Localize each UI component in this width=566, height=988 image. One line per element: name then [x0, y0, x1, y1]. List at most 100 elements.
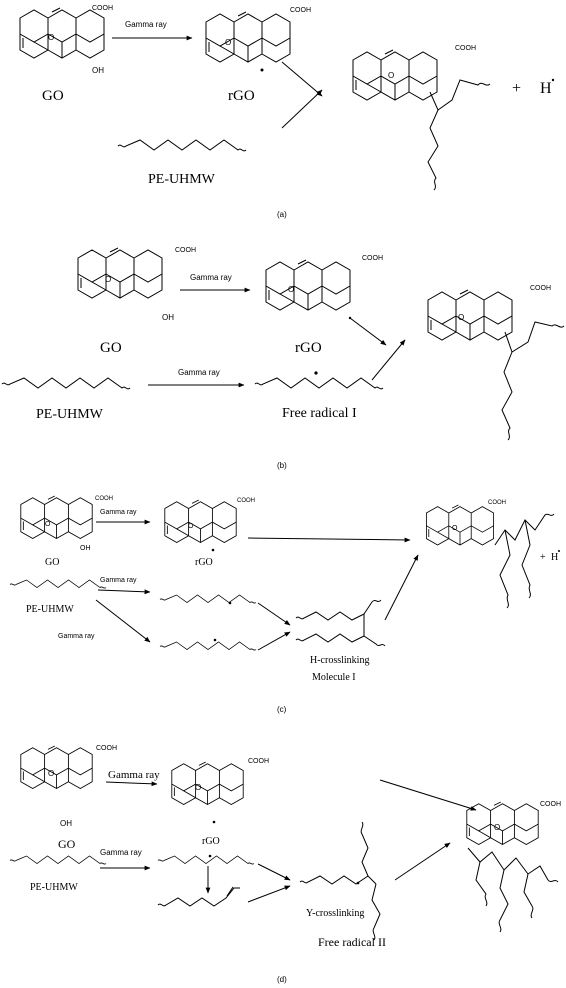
pe-chain: [9, 579, 107, 589]
grafted-chain-upper: [504, 321, 565, 353]
go-structure: [77, 247, 163, 299]
caption-b: (b): [277, 461, 287, 470]
gamma-ray-label: Gamma ray: [108, 769, 160, 781]
radical-dot: [211, 548, 215, 552]
oh-group: OH: [80, 545, 91, 552]
arrow-crosslink: [257, 863, 291, 881]
cooh-group: COOH: [248, 758, 269, 765]
grafted-chain-lower: [501, 351, 513, 441]
o-bridge: O: [188, 523, 194, 530]
gamma-ray-label: Gamma ray: [190, 273, 232, 282]
rgo-label: rGO: [202, 836, 220, 847]
product-structure: [466, 801, 539, 845]
o-bridge: O: [48, 33, 54, 42]
hydrogen-radical: H: [540, 80, 552, 97]
gamma-arrow: [95, 599, 151, 643]
alkene-chain: [157, 887, 240, 907]
grafted-chain-lower: [523, 873, 534, 919]
go-structure: [20, 745, 93, 789]
go-label: GO: [42, 88, 64, 104]
arrow-crosslink-product: [384, 554, 419, 621]
product-structure: [427, 289, 513, 341]
cooh-group: COOH: [96, 745, 117, 752]
arrow-crosslink-product: [394, 842, 451, 881]
cooh-group: COOH: [92, 5, 113, 12]
panel-d: COOH O OH GO Gamma ray COOH O rGO PE-UHM…: [9, 745, 561, 984]
hydrogen-radical: H: [551, 552, 558, 563]
caption-c: (c): [277, 705, 287, 714]
rgo-label: rGO: [228, 88, 255, 104]
y-crosslinking-label: Y-crosslinking: [306, 908, 364, 919]
radical-dot: [551, 78, 555, 82]
rgo-label: rGO: [295, 340, 322, 356]
radical-dot: [356, 881, 360, 885]
rgo-label: rGO: [195, 557, 213, 568]
pe-chain: [117, 139, 247, 152]
pe-chain: [9, 855, 107, 865]
cooh-group: COOH: [488, 500, 506, 506]
gamma-arrow: [105, 781, 158, 787]
cooh-group: COOH: [95, 496, 113, 502]
radical-dot: [212, 820, 216, 824]
oh-group: OH: [162, 313, 174, 322]
pe-uhmw-label: PE-UHMW: [26, 604, 74, 615]
pe-chain: [1, 377, 131, 390]
o-bridge: O: [105, 275, 111, 284]
o-bridge: O: [225, 38, 231, 47]
cooh-group: COOH: [530, 285, 551, 292]
cooh-group: COOH: [455, 45, 476, 52]
arrow-rgo-product: [247, 537, 411, 543]
arrow-rgo-product: [349, 317, 387, 346]
gamma-ray-label: Gamma ray: [178, 368, 220, 377]
pe-uhmw-label: PE-UHMW: [148, 172, 216, 187]
cooh-group: COOH: [237, 498, 255, 504]
panel-b: COOH O OH GO Gamma ray COOH O rGO PE-UHM…: [1, 247, 565, 470]
gamma-ray-label: Gamma ray: [100, 509, 137, 516]
gamma-ray-label: Gamma ray: [100, 848, 142, 857]
radical-dot: [208, 854, 212, 858]
gamma-ray-label: Gamma ray: [58, 633, 95, 640]
gamma-ray-label: Gamma ray: [125, 20, 167, 29]
arrow-crosslink: [247, 885, 291, 903]
o-bridge: O: [48, 769, 54, 778]
radical-dot: [314, 371, 318, 375]
go-structure: [20, 495, 93, 539]
product-structure: [425, 504, 495, 546]
panel-a: COOH O OH GO Gamma ray COOH O rGO PE-UHM…: [19, 5, 555, 219]
caption-d: (d): [277, 975, 287, 984]
cooh-group: COOH: [175, 247, 196, 254]
y-crosslink-structure: [299, 821, 381, 941]
o-bridge: O: [388, 71, 394, 80]
rgo-structure: [164, 499, 237, 543]
radical-chain-1: [159, 594, 257, 604]
o-bridge: O: [288, 285, 294, 294]
arrow-crosslink: [257, 631, 291, 651]
pe-uhmw-label: PE-UHMW: [36, 407, 104, 422]
cooh-group: COOH: [290, 7, 311, 14]
grafted-chain-lower: [499, 529, 511, 609]
h-crosslinking-label: H-crosslinking: [310, 655, 369, 666]
arrow-radical-product: [371, 339, 406, 381]
grafted-chain-lower: [475, 861, 488, 907]
grafted-chain-upper: [467, 847, 559, 883]
free-radical-label: Free radical I: [282, 406, 357, 421]
gamma-ray-label: Gamma ray: [100, 577, 137, 584]
h-crosslink-structure: [295, 599, 386, 647]
radical-dot: [558, 550, 560, 552]
grafted-chain-lower: [521, 519, 531, 599]
oh-group: OH: [92, 66, 104, 75]
cooh-group: COOH: [362, 255, 383, 262]
pe-uhmw-label: PE-UHMW: [30, 882, 78, 893]
cooh-group: COOH: [540, 801, 561, 808]
radical-chain-2: [159, 641, 257, 651]
go-label: GO: [58, 837, 76, 851]
o-bridge: O: [452, 525, 458, 532]
o-bridge: O: [195, 783, 201, 792]
go-label: GO: [45, 557, 59, 568]
radical-dot: [228, 601, 232, 605]
grafted-chain-lower: [427, 109, 439, 191]
radical-dot: [213, 638, 217, 642]
grafted-chain-upper: [494, 513, 555, 546]
gamma-arrow: [97, 589, 151, 595]
radical-dot: [260, 68, 264, 72]
